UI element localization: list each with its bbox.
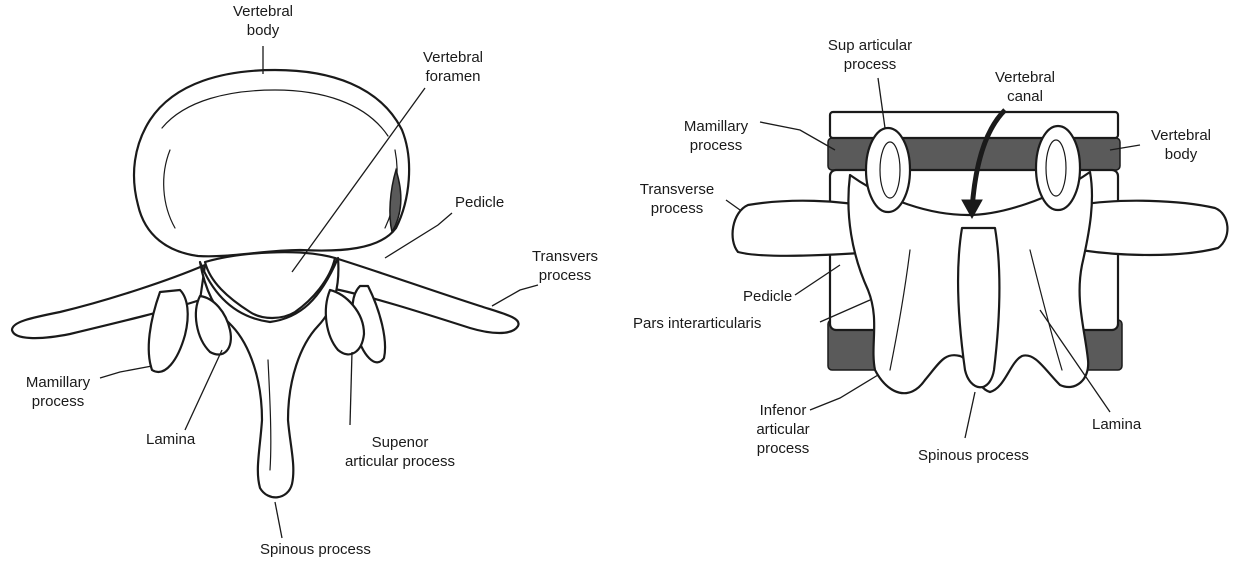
label-mamillary-process-left: Mamillary process <box>8 373 108 411</box>
upper-body <box>830 112 1118 138</box>
label-pedicle-right: Pedicle <box>743 287 792 306</box>
spinous-process-post <box>958 228 999 387</box>
label-vertebral-body-right: Vertebral body <box>1136 126 1226 164</box>
label-vertebral-body: Vertebral body <box>208 2 318 40</box>
label-spinous-process-right: Spinous process <box>918 446 1029 465</box>
label-inferior-articular-process: Infenor articular process <box>738 401 828 458</box>
label-pedicle-left: Pedicle <box>455 193 504 212</box>
label-vertebral-canal: Vertebral canal <box>980 68 1070 106</box>
left-sup-articular-post <box>866 128 910 212</box>
label-mamillary-process-right: Mamillary process <box>666 117 766 155</box>
label-lamina-right: Lamina <box>1092 415 1141 434</box>
label-sup-articular-process: Sup articular process <box>800 36 940 74</box>
label-vertebral-foramen: Vertebral foramen <box>398 48 508 86</box>
label-transverse-process-left: Transvers process <box>520 247 610 285</box>
label-superior-articular-process: Supenor articular process <box>325 433 475 471</box>
label-transverse-process-right: Transverse process <box>622 180 732 218</box>
label-pars-interarticularis: Pars interarticularis <box>633 314 761 333</box>
right-transverse-process-shape-post <box>1080 201 1227 255</box>
label-spinous-process-left: Spinous process <box>260 540 371 559</box>
right-sup-articular-post <box>1036 126 1080 210</box>
label-lamina-left: Lamina <box>146 430 195 449</box>
